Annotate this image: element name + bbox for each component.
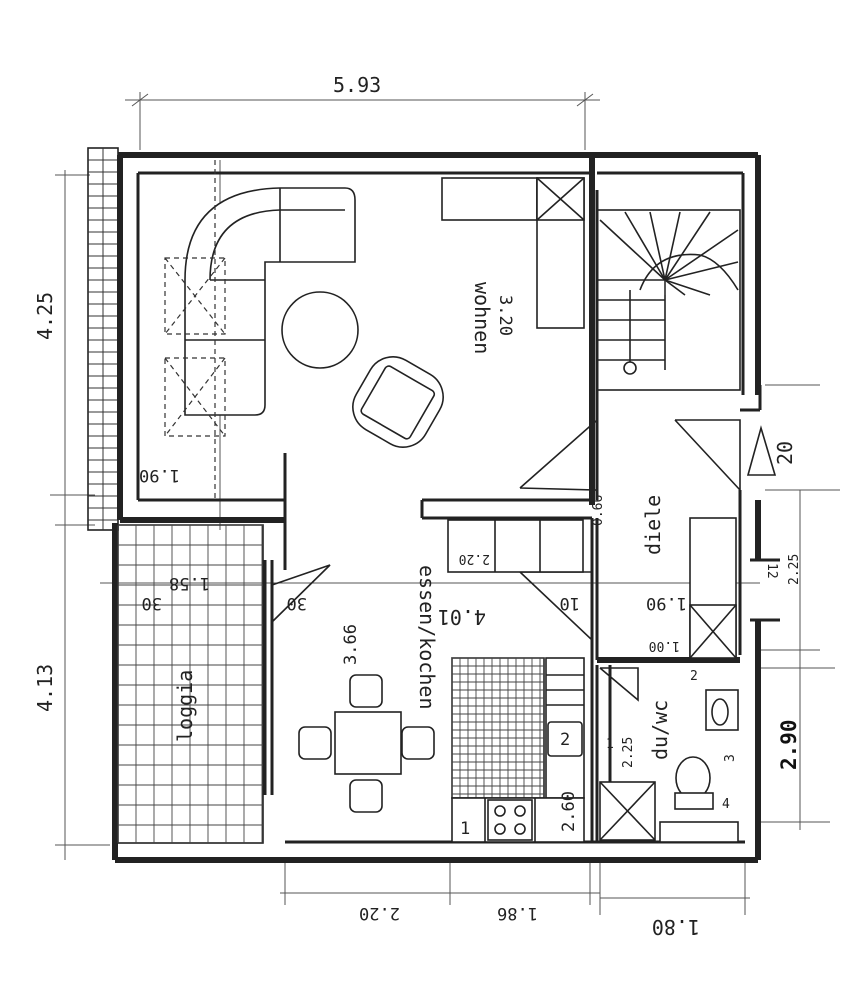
- outer-walls: [112, 152, 761, 863]
- dim-essen-depth: 3.66: [341, 624, 361, 665]
- dim-left-upper: 4.25: [33, 292, 57, 340]
- room-label-wohnen: wohnen: [470, 282, 494, 354]
- coffee-table: [281, 291, 359, 369]
- marker-labels: 1 2 1 2 3 4: [460, 669, 738, 839]
- dim-bottom-186: 1.86: [497, 903, 538, 923]
- living-furniture: [164, 160, 585, 500]
- room-label-loggia: loggia: [173, 670, 197, 742]
- dim-wall-30-a: 30: [142, 593, 162, 613]
- room-label-diele: diele: [641, 495, 665, 555]
- dim-bottom-220: 2.20: [359, 903, 400, 923]
- dim-wohnen-depth: 3.20: [495, 295, 515, 336]
- dim-wall-10: 10: [560, 593, 580, 613]
- dim-door-100: 1.00: [649, 638, 680, 653]
- dim-left-lower: 4.13: [33, 664, 57, 712]
- kitchen-marker-1: 1: [460, 819, 470, 839]
- bath-marker-2: 2: [690, 669, 698, 684]
- balcony-rail: [87, 147, 119, 531]
- dim-loggia-width: 1.58: [169, 573, 210, 593]
- bath-marker-4: 4: [722, 797, 730, 812]
- dim-bath-left: 2.25: [621, 737, 636, 768]
- dim-diele-depth: 1.90: [646, 593, 687, 613]
- dining-set: [298, 674, 435, 813]
- dim-bath-height: 2.90: [777, 719, 801, 770]
- dimension-labels: 5.93 4.25 4.13 3.20 1.90 1.58 30 30 3.66…: [33, 73, 802, 939]
- dim-bottom-180: 1.80: [652, 915, 700, 939]
- room-label-du-wc: du/wc: [648, 700, 672, 760]
- dim-wall-30-b: 30: [287, 593, 307, 613]
- diele-furniture: [447, 425, 777, 659]
- dim-counter: 2.20: [459, 551, 490, 566]
- room-label-essen-kochen: essen/kochen: [415, 565, 439, 710]
- dim-kitchen-len: 2.60: [559, 791, 579, 832]
- dim-sofa-width: 1.90: [139, 465, 180, 485]
- dim-side-225: 2.25: [787, 554, 802, 585]
- dim-mini-12: 12: [764, 563, 779, 579]
- dim-top-width: 5.93: [333, 73, 381, 97]
- room-labels: wohnen diele essen/kochen loggia du/wc: [173, 282, 672, 760]
- bath-marker-1: 1: [606, 737, 614, 752]
- dim-diele-width: 0.66: [591, 495, 606, 526]
- dim-essen-width: 4.01: [438, 605, 486, 629]
- loggia-tiles: [117, 524, 264, 844]
- staircase: [596, 209, 741, 391]
- dimension-lines: [50, 92, 840, 915]
- dim-stair-step: 20: [773, 441, 797, 465]
- bath-marker-3: 3: [723, 754, 738, 762]
- bathroom-fixtures: [599, 689, 739, 843]
- kitchen-marker-2: 2: [560, 730, 570, 750]
- kitchen: [451, 657, 585, 843]
